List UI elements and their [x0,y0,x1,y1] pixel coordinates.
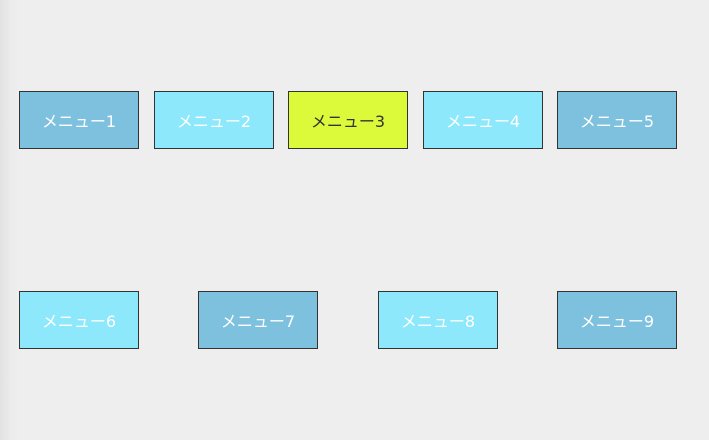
menu-button-7[interactable]: メニュー7 [198,291,318,349]
menu-button-6[interactable]: メニュー6 [19,291,139,349]
menu-button-5[interactable]: メニュー5 [557,91,677,149]
left-edge-shade [0,0,20,440]
menu-button-1[interactable]: メニュー1 [19,91,139,149]
menu-button-3[interactable]: メニュー3 [288,91,408,149]
menu-button-2[interactable]: メニュー2 [154,91,274,149]
menu-button-9[interactable]: メニュー9 [557,291,677,349]
menu-button-8[interactable]: メニュー8 [378,291,498,349]
menu-button-4[interactable]: メニュー4 [423,91,543,149]
